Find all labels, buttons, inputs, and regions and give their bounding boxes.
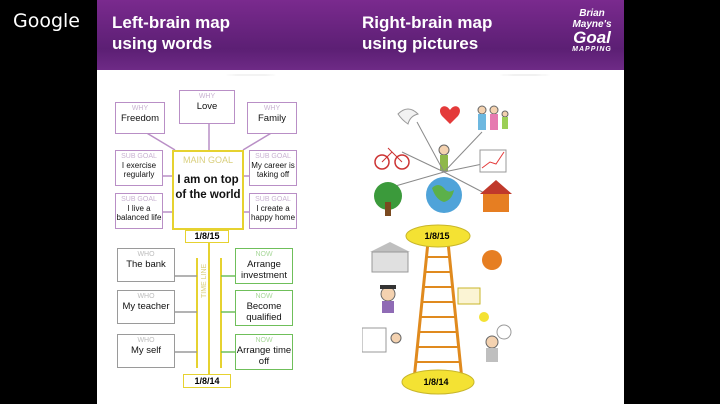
date-bottom-right: 1/8/14 (423, 377, 449, 387)
goal-mapping-logo: Brian Mayne's Goal MAPPING (566, 8, 618, 53)
left-header: Left-brain map using words (112, 12, 230, 54)
why-box-family: WHY Family (247, 102, 297, 134)
right-header-line1: Right-brain map (362, 13, 493, 32)
now-tag: NOW (255, 293, 273, 300)
subgoal-tag: SUB GOAL (255, 153, 291, 160)
who-box: WHO The bank (117, 248, 175, 282)
now-text: Arrange investment (241, 259, 287, 281)
logo-line1: Brian (579, 8, 605, 19)
subgoal-box: SUB GOAL I create a happy home (249, 193, 297, 229)
presentation-slide: Left-brain map using words Right-brain m… (97, 0, 624, 404)
now-text: Become qualified (246, 301, 282, 323)
who-tag: WHO (137, 337, 155, 344)
who-box: WHO My self (117, 334, 175, 368)
now-tag: NOW (255, 337, 273, 344)
why-box-freedom: WHY Freedom (115, 102, 165, 134)
cloud-decoration (97, 58, 624, 92)
date-top-right: 1/8/15 (424, 231, 450, 241)
why-tag: WHY (263, 105, 281, 112)
google-logo: Google (13, 10, 81, 32)
who-text: My self (130, 345, 162, 356)
now-text: Arrange time off (236, 345, 292, 367)
now-box: NOW Arrange time off (235, 334, 293, 370)
now-box: NOW Become qualified (235, 290, 293, 326)
right-header-line2: using pictures (362, 34, 479, 53)
who-text: My teacher (122, 301, 170, 312)
why-text: Freedom (120, 113, 159, 124)
date-bottom-left: 1/8/14 (183, 374, 231, 388)
left-map-connectors (144, 118, 274, 376)
why-text: Love (196, 101, 218, 112)
subgoal-box: SUB GOAL My career is taking off (249, 150, 297, 186)
subgoal-tag: SUB GOAL (121, 153, 157, 160)
main-goal-text: I am on top of the world (175, 174, 241, 201)
subgoal-text: My career is taking off (251, 161, 295, 179)
main-goal-tag: MAIN GOAL (182, 155, 233, 165)
who-text: The bank (126, 259, 166, 270)
subgoal-text: I exercise regularly (121, 161, 157, 179)
left-header-line1: Left-brain map (112, 13, 231, 32)
left-header-line2: using words (112, 34, 213, 53)
date-top-left: 1/8/15 (185, 230, 229, 243)
why-box-love: WHY Love (179, 90, 235, 124)
subgoal-tag: SUB GOAL (121, 196, 157, 203)
main-goal-box: MAIN GOAL I am on top of the world (172, 150, 244, 230)
subgoal-tag: SUB GOAL (255, 196, 291, 203)
now-tag: NOW (255, 251, 273, 258)
subgoal-text: I live a balanced life (116, 204, 162, 222)
right-header: Right-brain map using pictures (362, 12, 492, 54)
subgoal-box: SUB GOAL I live a balanced life (115, 193, 163, 229)
now-box: NOW Arrange investment (235, 248, 293, 284)
who-box: WHO My teacher (117, 290, 175, 324)
why-tag: WHY (198, 93, 216, 100)
logo-line3: Goal (573, 28, 611, 47)
who-tag: WHO (137, 251, 155, 258)
why-text: Family (258, 113, 286, 124)
who-tag: WHO (137, 293, 155, 300)
why-tag: WHY (131, 105, 149, 112)
right-brain-picture-map (362, 105, 512, 395)
logo-line2: Mayne's (572, 19, 612, 30)
subgoal-text: I create a happy home (250, 204, 296, 222)
logo-line4: MAPPING (572, 46, 612, 53)
timeline-label: TIME LINE (201, 263, 208, 298)
subgoal-box: SUB GOAL I exercise regularly (115, 150, 163, 186)
